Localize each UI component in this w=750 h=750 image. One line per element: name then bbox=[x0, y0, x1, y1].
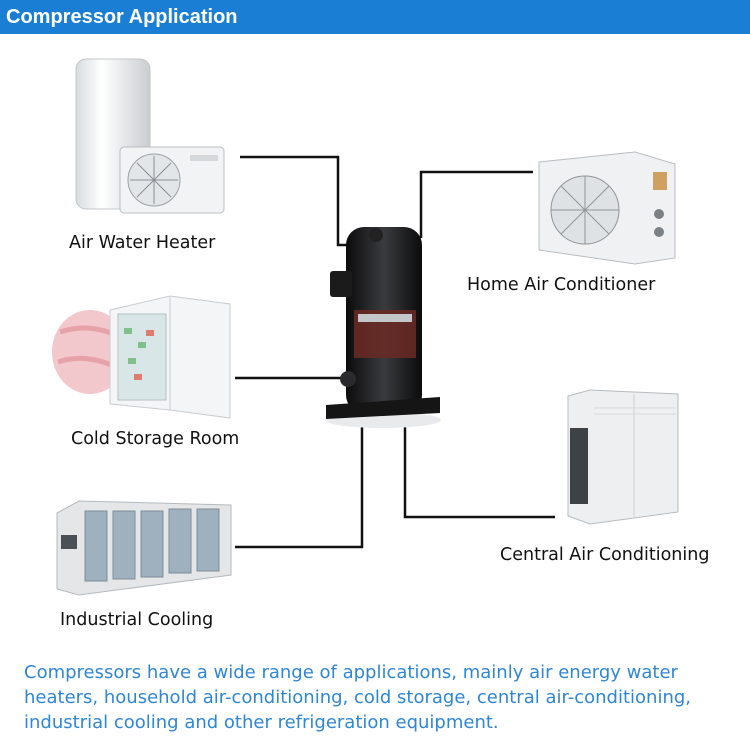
cold-storage-room-image bbox=[52, 295, 231, 419]
air-water-heater-image bbox=[75, 58, 225, 214]
page-title: Compressor Application bbox=[6, 6, 238, 28]
industrial-cooling-image bbox=[56, 500, 232, 596]
header-bar: Compressor Application bbox=[0, 0, 750, 34]
connector-central-ac bbox=[403, 415, 555, 519]
home-air-conditioner-image bbox=[538, 151, 676, 265]
connector-industrial bbox=[235, 415, 364, 549]
connector-home-ac bbox=[419, 170, 533, 238]
label-industrial-cooling: Industrial Cooling bbox=[60, 610, 214, 630]
label-air-water-heater: Air Water Heater bbox=[69, 233, 216, 253]
scroll-compressor-image bbox=[325, 227, 441, 428]
central-air-conditioning-image bbox=[567, 389, 679, 525]
label-home-air-conditioner: Home Air Conditioner bbox=[467, 275, 656, 295]
connector-air-water-heater bbox=[240, 155, 352, 247]
label-cold-storage-room: Cold Storage Room bbox=[71, 429, 240, 449]
label-central-air-conditioning: Central Air Conditioning bbox=[500, 545, 710, 565]
description-text: Compressors have a wide range of applica… bbox=[24, 662, 692, 733]
